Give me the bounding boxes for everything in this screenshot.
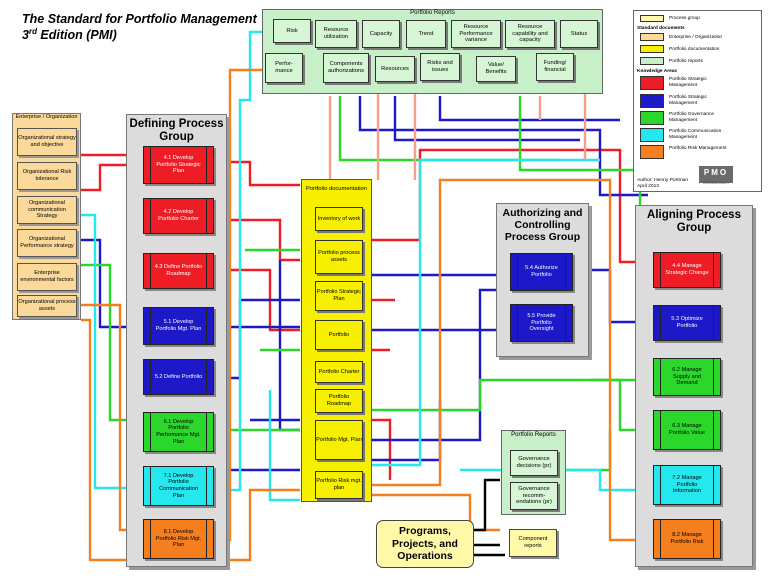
authorizing-controlling-group-title: Authorizing and Controlling Process Grou… (502, 207, 583, 244)
legend-label-enterprise: Enterprise / Organization (669, 35, 723, 40)
doc-portfolio-risk-mgt-plan[interactable]: Portfolio Risk mgt. plan (315, 471, 363, 499)
report-funding-financial[interactable]: Funding/ financial (536, 53, 574, 81)
process-8-2[interactable]: 8.2 Manage Portfolio Risk (653, 519, 721, 559)
doc-portfolio[interactable]: Portfolio (315, 320, 363, 350)
process-7-1[interactable]: 7.1 Develop Portfolio Communication Plan (143, 466, 214, 506)
legend-label-ka-cyan: Portfolio Communication Management (669, 129, 722, 140)
enterprise-item: Organizational communication Strategy (17, 196, 77, 224)
doc-portfolio-strategic-plan[interactable]: Portfolio Strategic Plan (315, 281, 363, 311)
doc-portfolio-process-assets[interactable]: Portfolio process assets (315, 240, 363, 274)
legend-label-ka-blue: Portfolio Strategic Management (669, 95, 707, 106)
subtitle-edition-text: Edition (PMI) (36, 28, 117, 43)
legend-label-ka-green: Portfolio Governance Management (669, 112, 715, 123)
legend-swatch-ka-orange (640, 145, 664, 159)
programs-projects-operations[interactable]: Programs, Projects, and Operations (376, 520, 474, 568)
enterprise-item: Organizational Risk tolerance (17, 162, 77, 190)
report-risk[interactable]: Risk (273, 19, 311, 43)
legend-label-process-group: Process group (669, 16, 700, 21)
legend-swatch-ka-green (640, 111, 664, 125)
enterprise-item: Organizational process assets (17, 295, 77, 317)
legend-label-portfolio-reports: Portfolio reports (669, 59, 703, 64)
process-5-5[interactable]: 5.5 Provide Portfolio Oversight (510, 304, 573, 342)
legend-swatch-ka-red (640, 76, 664, 90)
doc-inventory-of-work[interactable]: Inventory of work (315, 207, 363, 231)
enterprise-item: Enterprise environmental factors (17, 263, 77, 291)
subtitle-edition-suffix: rd (28, 27, 37, 36)
component-reports[interactable]: Component reports (509, 529, 557, 557)
legend-label-ka-red: Portfolio Strategic Management (669, 77, 707, 88)
pmo-logo-subtitle: CONSULTANCY (702, 181, 730, 185)
author-name: Author: Henny Portman (637, 178, 689, 183)
report-governance-recommendations[interactable]: Governance recomm-endations (pr) (510, 482, 558, 510)
process-6-1[interactable]: 6.1 Develop Portfolio Performance Mgt. P… (143, 412, 214, 452)
report-resource-capability-capacity[interactable]: Resource capability and capacity (505, 20, 555, 48)
enterprise-panel-title: Enterprise / Organization (15, 114, 78, 120)
enterprise-item: Organizational Performance strategy (17, 229, 77, 257)
process-6-2[interactable]: 6.2 Manage Supply and Demand (653, 358, 721, 396)
process-5-3[interactable]: 5.3 Optimize Portfolio (653, 305, 721, 341)
process-4-1[interactable]: 4.1 Develop Portfolio Strategic Plan (143, 146, 214, 184)
process-5-1[interactable]: 5.1 Develop Portfolio Mgt. Plan (143, 307, 214, 345)
author-date: April 2013 (637, 184, 660, 190)
legend-swatch-portfolio-documentation (640, 45, 664, 53)
report-components-authorizations[interactable]: Components authorizations (323, 53, 369, 83)
process-8-1[interactable]: 8.1 Develop Portfolio Risk Mgt. Plan (143, 519, 214, 559)
report-value-benefits[interactable]: Value/ Benefits (476, 56, 516, 82)
report-status[interactable]: Status (560, 20, 598, 48)
process-6-3[interactable]: 6.3 Manage Portfolio Value (653, 410, 721, 450)
diagram-subtitle: 3rd Edition (PMI) (22, 27, 117, 42)
governance-reports-title: Portfolio Reports (511, 432, 556, 438)
legend-swatch-ka-cyan (640, 128, 664, 142)
legend-label-portfolio-documentation: Portfolio documentation (669, 47, 720, 52)
report-performance[interactable]: Perfor-mance (265, 53, 303, 83)
process-4-4[interactable]: 4.4 Manage Strategic Change (653, 252, 721, 288)
subtitle-edition-number: 3 (22, 28, 29, 43)
doc-portfolio-mgt-plan[interactable]: Portfolio Mgt. Plan (315, 420, 363, 460)
report-trend[interactable]: Trend (406, 20, 446, 48)
legend-heading-knowledge-areas: Knowledge Areas (637, 69, 678, 74)
legend-swatch-enterprise (640, 33, 664, 41)
report-risks-and-issues[interactable]: Risks and issues (420, 53, 460, 81)
process-5-4[interactable]: 5.4 Authorize Portfolio (510, 253, 573, 291)
legend-swatch-portfolio-reports (640, 57, 664, 65)
process-4-2[interactable]: 4.2 Develop Portfolio Charter (143, 198, 214, 234)
portfolio-reports-title: Portfolio Reports (410, 10, 455, 16)
report-resources[interactable]: Resources (375, 56, 415, 82)
report-capacity[interactable]: Capacity (362, 20, 400, 48)
process-5-2[interactable]: 5.2 Define Portfolio (143, 359, 214, 395)
enterprise-item: Organizational strategy and objective (17, 128, 77, 156)
diagram-title: The Standard for Portfolio Management (22, 12, 257, 26)
author-credit: Author: Henny Portman April 2013 (637, 178, 688, 190)
doc-portfolio-roadmap[interactable]: Portfolio Roadmap (315, 389, 363, 413)
legend-swatch-ka-blue (640, 94, 664, 108)
legend-label-ka-orange: Portfolio Risk Management (669, 146, 727, 151)
process-4-3[interactable]: 4.3 Define Portfolio Roadmap (143, 253, 214, 289)
report-resource-performance-variance[interactable]: Resource Performance variance (451, 20, 501, 48)
defining-process-group-title: Defining Process Group (129, 118, 224, 144)
portfolio-documentation-title: Portfolio documentation (306, 186, 367, 192)
legend-swatch-process-group (640, 15, 664, 22)
report-governance-decisions[interactable]: Governance decisions (pr) (510, 450, 558, 476)
aligning-process-group-title: Aligning Process Group (647, 209, 741, 235)
pmo-logo: PMO (699, 166, 733, 183)
doc-portfolio-charter[interactable]: Portfolio Charter (315, 361, 363, 383)
legend-heading-standard-documents: Standard documents (637, 26, 685, 31)
report-resource-utilization[interactable]: Resource utilization (315, 20, 357, 48)
process-7-2[interactable]: 7.2 Manage Portfolio Information (653, 465, 721, 505)
